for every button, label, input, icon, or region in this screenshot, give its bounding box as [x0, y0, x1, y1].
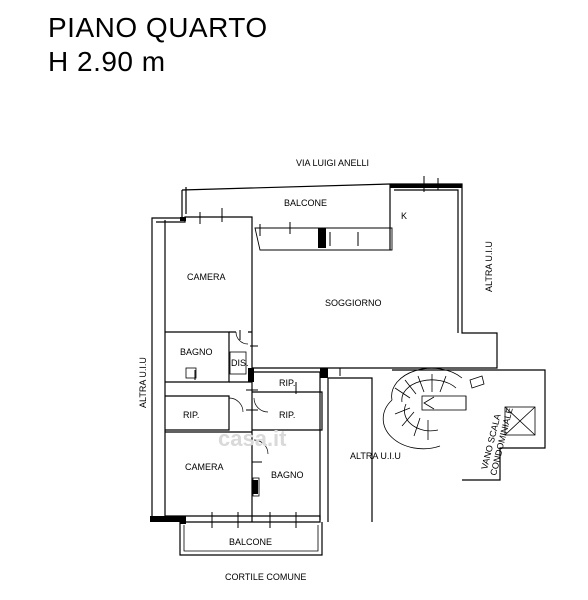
room-balcone-top: BALCONE [284, 198, 327, 208]
plan-title: PIANO QUARTO [48, 12, 268, 43]
street-label: VIA LUIGI ANELLI [296, 158, 369, 168]
floor-height: H 2.90 m [48, 46, 166, 77]
room-k: K [401, 211, 407, 221]
room-camera-bottom: CAMERA [185, 462, 224, 472]
altra-uiu-right: ALTRA U.I.U [484, 241, 494, 292]
room-rip-left: RIP. [183, 410, 199, 420]
stair-drawing [382, 367, 467, 450]
room-dis: DIS. [231, 358, 249, 368]
altra-uiu-center: ALTRA U.I.U [350, 451, 401, 461]
door-swings [228, 331, 269, 455]
room-soggiorno: SOGGIORNO [325, 298, 382, 308]
room-balcone-bottom: BALCONE [229, 537, 272, 547]
lift-symbol [469, 375, 536, 436]
room-rip-small: RIP. [279, 378, 295, 388]
altra-uiu-left: ALTRA U.I.U [138, 357, 148, 408]
courtyard-label: CORTILE COMUNE [225, 572, 306, 582]
room-rip-mid: RIP. [279, 410, 295, 420]
fixtures [185, 351, 260, 497]
room-camera-top: CAMERA [187, 272, 226, 282]
room-bagno-top: BAGNO [180, 347, 213, 357]
walls [151, 183, 546, 556]
wall-fills [150, 184, 462, 524]
room-bagno-bottom: BAGNO [271, 470, 304, 480]
window-marks [194, 176, 439, 528]
watermark-logo: casa.it [218, 426, 287, 451]
